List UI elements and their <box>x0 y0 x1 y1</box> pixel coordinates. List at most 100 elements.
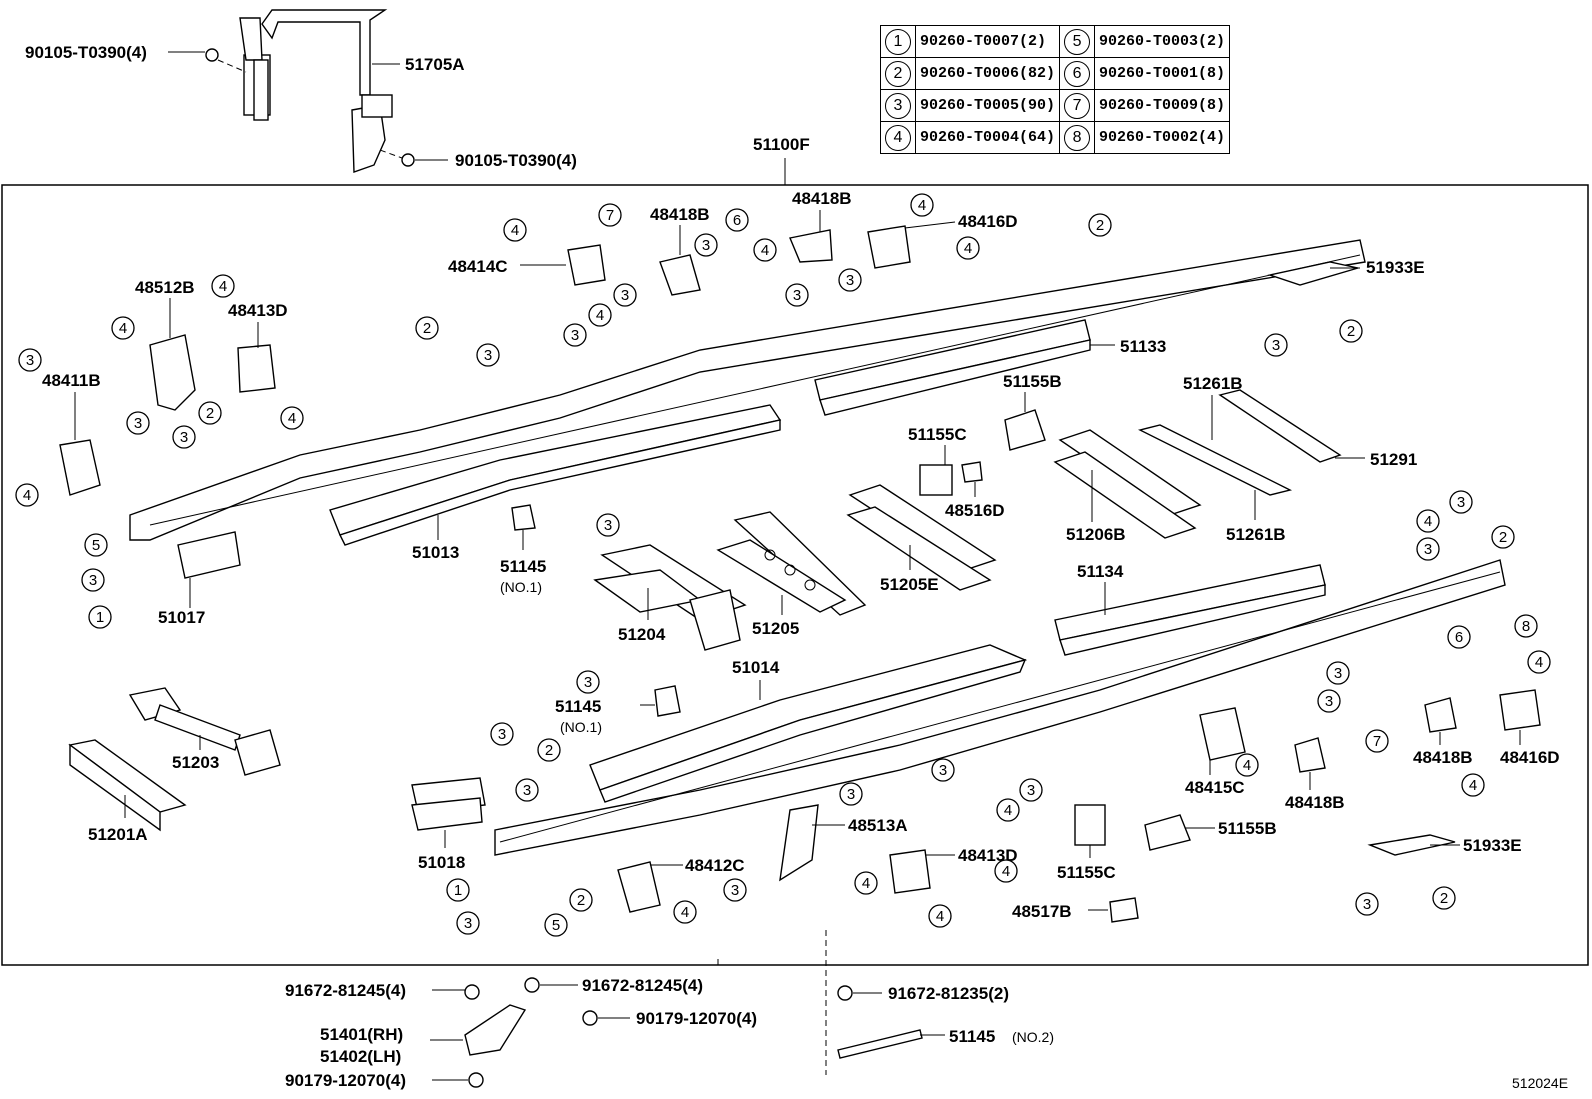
legend-number: 5 <box>1064 28 1091 55</box>
bolt-callout-number: 2 <box>1347 323 1355 340</box>
label-51013: 51013 <box>412 543 459 562</box>
bolt-callout-number: 1 <box>96 609 104 626</box>
bolt-callout-circle <box>1449 490 1473 514</box>
label-51145-no2: 51145 <box>949 1027 995 1046</box>
bolt-callout-number: 6 <box>1455 629 1463 646</box>
bolt-callout-circle <box>544 913 568 937</box>
bolt-callout-number: 4 <box>1469 777 1477 794</box>
bolt-callout-circle <box>996 798 1020 822</box>
bolt-callout-number: 2 <box>1440 890 1448 907</box>
bolt-callout-circle <box>1326 661 1350 685</box>
bolt-callout-circle <box>596 513 620 537</box>
label-51401-RH: 51401(RH) <box>320 1025 403 1044</box>
bolt-callout-number: 2 <box>206 405 214 422</box>
bolt-callout-number: 3 <box>498 726 506 743</box>
legend-part: 90260-T0002(4) <box>1094 121 1231 154</box>
part-51145-no1-upper-drawing <box>511 504 536 531</box>
legend-row: 3 90260-T0005(90) 7 90260-T0009(8) <box>880 89 1231 122</box>
bolt-callout-number: 3 <box>464 915 472 932</box>
label-51933E-lower: 51933E <box>1463 836 1522 855</box>
label-51145-upper: 51145 <box>500 557 546 576</box>
bolt-callout-circle <box>725 208 749 232</box>
part-51205E-drawing <box>846 484 997 591</box>
bolt-callout-number: 7 <box>1373 733 1381 750</box>
part-51401-51402-drawing <box>464 1004 527 1056</box>
bolt-callout-number: 3 <box>1363 896 1371 913</box>
bolt-callout-circle <box>1416 509 1440 533</box>
bolt-callout-number: 7 <box>606 207 614 224</box>
part-51133-drawing <box>814 319 1091 416</box>
label-51134: 51134 <box>1077 562 1124 581</box>
part-51203-drawing <box>128 687 281 776</box>
part-48516D-drawing <box>961 461 983 483</box>
label-51205: 51205 <box>752 619 799 638</box>
label-51145-no2-suffix: (NO.2) <box>1012 1029 1054 1045</box>
part-51018-drawing <box>411 777 486 831</box>
bolt-callout-number: 5 <box>552 917 560 934</box>
bolt-callout-circle <box>931 758 955 782</box>
label-51933E-top: 51933E <box>1366 258 1425 277</box>
bolt-callout-circle <box>928 904 952 928</box>
bolt-callout-circle <box>563 323 587 347</box>
diagram-reference-code: 512024E <box>1512 1075 1568 1091</box>
bolt-callout-number: 3 <box>1272 337 1280 354</box>
label-48418B-lower2: 48418B <box>1413 748 1473 767</box>
bolt-callout-number: 4 <box>964 240 972 257</box>
bolt-callout-number: 3 <box>571 327 579 344</box>
bolt-callout-circle <box>1235 753 1259 777</box>
bolt-callout-number: 3 <box>1424 541 1432 558</box>
label-51155B-top: 51155B <box>1003 372 1062 391</box>
legend-row: 1 90260-T0007(2) 5 90260-T0003(2) <box>880 25 1231 58</box>
label-48411B: 48411B <box>42 371 101 390</box>
part-51206B-drawing <box>1053 429 1202 539</box>
bolt-callout-circle <box>1264 333 1288 357</box>
label-48418B-lower1: 48418B <box>1285 793 1345 812</box>
bolt-callout-circle <box>81 568 105 592</box>
part-51145-no2-drawing <box>837 1029 923 1059</box>
part-48418B-top2-drawing <box>789 229 833 263</box>
legend-part: 90260-T0006(82) <box>914 57 1061 90</box>
part-51145-no1-lower-drawing <box>654 685 681 717</box>
label-51206B: 51206B <box>1066 525 1126 544</box>
bolt-callout-number: 3 <box>846 272 854 289</box>
label-90105-T0390-bottom: 90105-T0390(4) <box>455 151 577 170</box>
legend-part: 90260-T0009(8) <box>1094 89 1231 122</box>
bolt-callout-circle <box>1432 886 1456 910</box>
upper-side-rail <box>129 239 1366 541</box>
bolt-callout-circle <box>673 900 697 924</box>
part-51155B-top-drawing <box>1004 409 1046 451</box>
bolt-callout-circle <box>576 670 600 694</box>
bolt-callout-circle <box>910 193 934 217</box>
label-48418B-top1: 48418B <box>650 205 710 224</box>
bolt-callout-number: 3 <box>1325 693 1333 710</box>
label-51204: 51204 <box>618 625 666 644</box>
label-51261B-bottom: 51261B <box>1226 525 1286 544</box>
bolt-callout-circle <box>1491 525 1515 549</box>
part-51705A-drawing <box>205 9 415 173</box>
bolt-callout-number: 3 <box>89 572 97 589</box>
bolt-callout-number: 3 <box>1027 782 1035 799</box>
bolt-callout-circle <box>503 218 527 242</box>
part-48517B-drawing <box>1109 897 1139 923</box>
label-51100F: 51100F <box>753 135 810 154</box>
bolt-callout-circle <box>1416 537 1440 561</box>
bolt-callout-circle <box>1019 778 1043 802</box>
bolt-callout-circle <box>84 533 108 557</box>
part-48413D-top-drawing <box>237 344 276 393</box>
label-51133: 51133 <box>1120 337 1166 356</box>
label-51291: 51291 <box>1370 450 1417 469</box>
part-51155B-lower-drawing <box>1144 814 1191 851</box>
part-48416D-lower-drawing <box>1499 689 1541 731</box>
part-51155C-top-drawing <box>919 464 953 496</box>
bolt-callout-circle <box>1355 892 1379 916</box>
label-51155C-lower: 51155C <box>1057 863 1116 882</box>
bolt-callout-circle <box>994 859 1018 883</box>
bolt-callout-number: 4 <box>119 320 127 337</box>
label-51203: 51203 <box>172 753 219 772</box>
bolt-callout-number: 4 <box>288 410 296 427</box>
part-48512B-drawing <box>149 334 196 411</box>
legend-number: 8 <box>1064 124 1091 151</box>
bolt-callout-circle <box>694 233 718 257</box>
part-51155C-lower-drawing <box>1074 804 1106 846</box>
legend-number: 2 <box>885 60 911 87</box>
